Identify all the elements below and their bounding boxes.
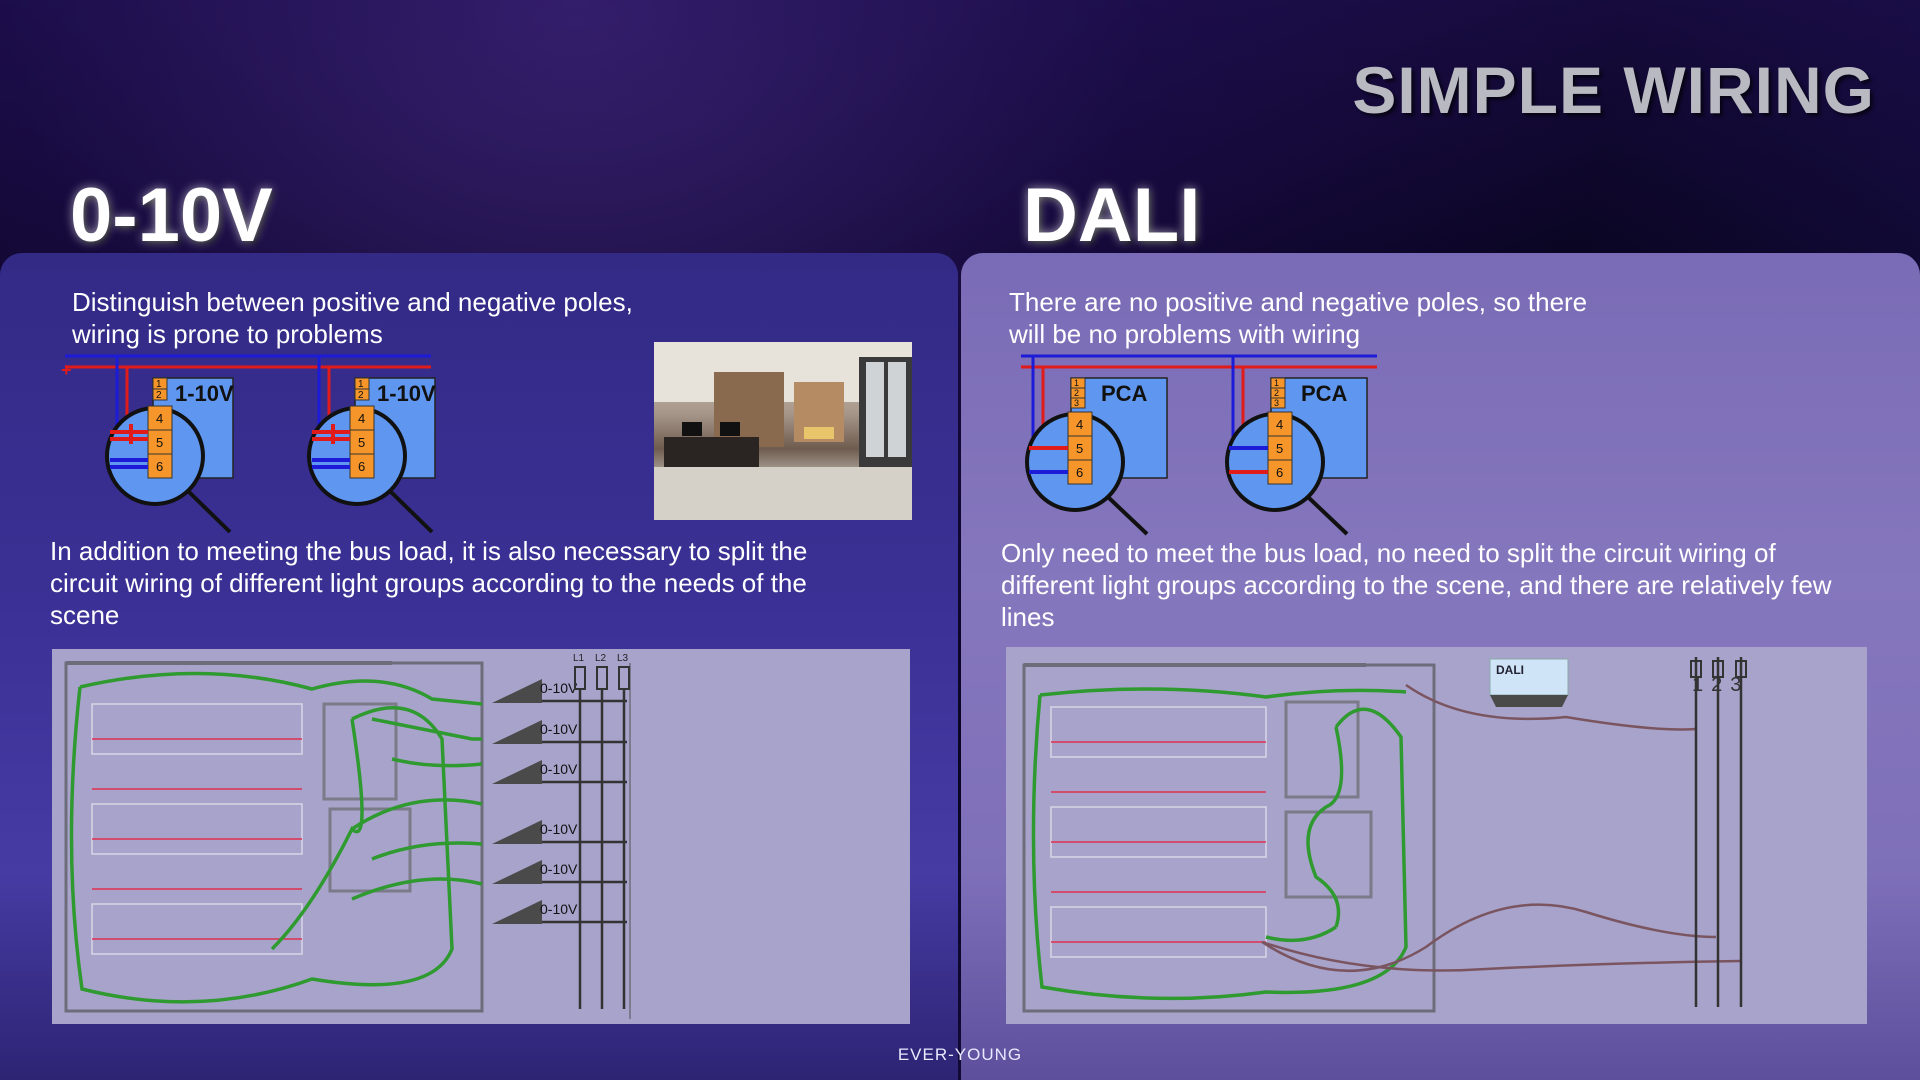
left-desc-1-line2: wiring is prone to problems: [72, 319, 383, 349]
right-desc-2-line1: Only need to meet the bus load, no need …: [1001, 538, 1776, 568]
dali-controller: [1489, 658, 1569, 696]
office-photo-illustration: [654, 342, 912, 520]
svg-text:6: 6: [1276, 465, 1283, 480]
bus-line-numbers: 123: [1692, 674, 1749, 696]
left-desc-2-line1: In addition to meeting the bus load, it …: [50, 536, 808, 566]
dimmer-label-5: 0-10V: [540, 861, 578, 877]
svg-text:3: 3: [1274, 398, 1279, 408]
left-module-label-1: 1-10V: [175, 381, 234, 406]
dali-controller-label: DALI: [1496, 663, 1524, 677]
dimmer-label-1: 0-10V: [540, 680, 578, 696]
heading-dali: DALI: [1023, 173, 1201, 258]
svg-text:6: 6: [358, 459, 365, 474]
right-desc-1: There are no positive and negative poles…: [1009, 286, 1587, 350]
svg-text:1: 1: [156, 379, 162, 390]
svg-text:6: 6: [1076, 465, 1083, 480]
svg-text:2: 2: [1074, 388, 1079, 398]
svg-text:4: 4: [358, 411, 365, 426]
dimmer-label-6: 0-10V: [540, 901, 578, 917]
svg-text:1: 1: [1074, 378, 1079, 388]
left-wiring-diagram: + 1-10V 1 2 4 5 6 1-10V 1 2: [61, 354, 436, 534]
svg-text:1: 1: [1274, 378, 1279, 388]
dimmer-label-3: 0-10V: [540, 761, 578, 777]
left-floor-plan-drawing: 0-10V 0-10V 0-10V 0-10V 0-10V 0-10V L1: [64, 653, 631, 1019]
dimmer-label-2: 0-10V: [540, 721, 578, 737]
svg-text:5: 5: [1276, 441, 1283, 456]
left-driver-1: 1-10V 1 2 4 5 6: [105, 356, 234, 534]
left-module-label-2: 1-10V: [377, 381, 436, 406]
left-dimmer-group: [492, 679, 542, 924]
left-desc-1: Distinguish between positive and negativ…: [72, 286, 633, 350]
svg-text:2: 2: [358, 390, 364, 401]
left-desc-2: In addition to meeting the bus load, it …: [50, 535, 807, 631]
top-glow: [0, 0, 1920, 260]
right-wiring-diagram: PCA 1 2 3 4 5 6 PCA 1 2 3 4 5 6: [1021, 354, 1377, 536]
left-driver-2: 1-10V 1 2 4 5 6: [307, 356, 436, 534]
left-desc-2-line2: circuit wiring of different light groups…: [50, 568, 807, 598]
left-plus-sign: +: [61, 360, 72, 380]
svg-text:2: 2: [1274, 388, 1279, 398]
right-module-label-2: PCA: [1301, 381, 1348, 406]
left-desc-1-line1: Distinguish between positive and negativ…: [72, 287, 633, 317]
svg-text:3: 3: [1074, 398, 1079, 408]
right-floor-plan-drawing: DALI 123: [1022, 657, 1749, 1013]
line-label-l1: L1: [573, 653, 585, 664]
svg-text:4: 4: [1076, 417, 1083, 432]
office-photo: [654, 342, 912, 520]
right-desc-1-line2: will be no problems with wiring: [1009, 319, 1361, 349]
svg-text:5: 5: [156, 435, 163, 450]
line-label-l2: L2: [595, 653, 607, 664]
svg-text:5: 5: [1076, 441, 1083, 456]
right-desc-1-line1: There are no positive and negative poles…: [1009, 287, 1588, 317]
right-driver-1: PCA 1 2 3 4 5 6: [1025, 356, 1168, 536]
right-desc-2: Only need to meet the bus load, no need …: [1001, 537, 1832, 633]
brand-footer: EVER-YOUNG: [897, 1045, 1023, 1064]
dimmer-label-4: 0-10V: [540, 821, 578, 837]
line-label-l3: L3: [617, 653, 629, 664]
right-module-label-1: PCA: [1101, 381, 1148, 406]
heading-0-10v: 0-10V: [70, 173, 273, 258]
right-driver-2: PCA 1 2 3 4 5 6: [1225, 356, 1368, 536]
right-desc-2-line3: lines: [1001, 602, 1055, 632]
right-desc-2-line2: different light groups according to the …: [1001, 570, 1832, 600]
left-floor-plan: 0-10V 0-10V 0-10V 0-10V 0-10V 0-10V L1: [52, 649, 910, 1024]
svg-text:6: 6: [156, 459, 163, 474]
svg-text:4: 4: [1276, 417, 1283, 432]
svg-text:5: 5: [358, 435, 365, 450]
svg-text:2: 2: [156, 390, 162, 401]
svg-text:4: 4: [156, 411, 163, 426]
page-title: SIMPLE WIRING: [1352, 53, 1875, 127]
svg-text:1: 1: [358, 379, 364, 390]
right-floor-plan: DALI 123: [1006, 647, 1867, 1024]
left-desc-2-line3: scene: [50, 600, 120, 630]
